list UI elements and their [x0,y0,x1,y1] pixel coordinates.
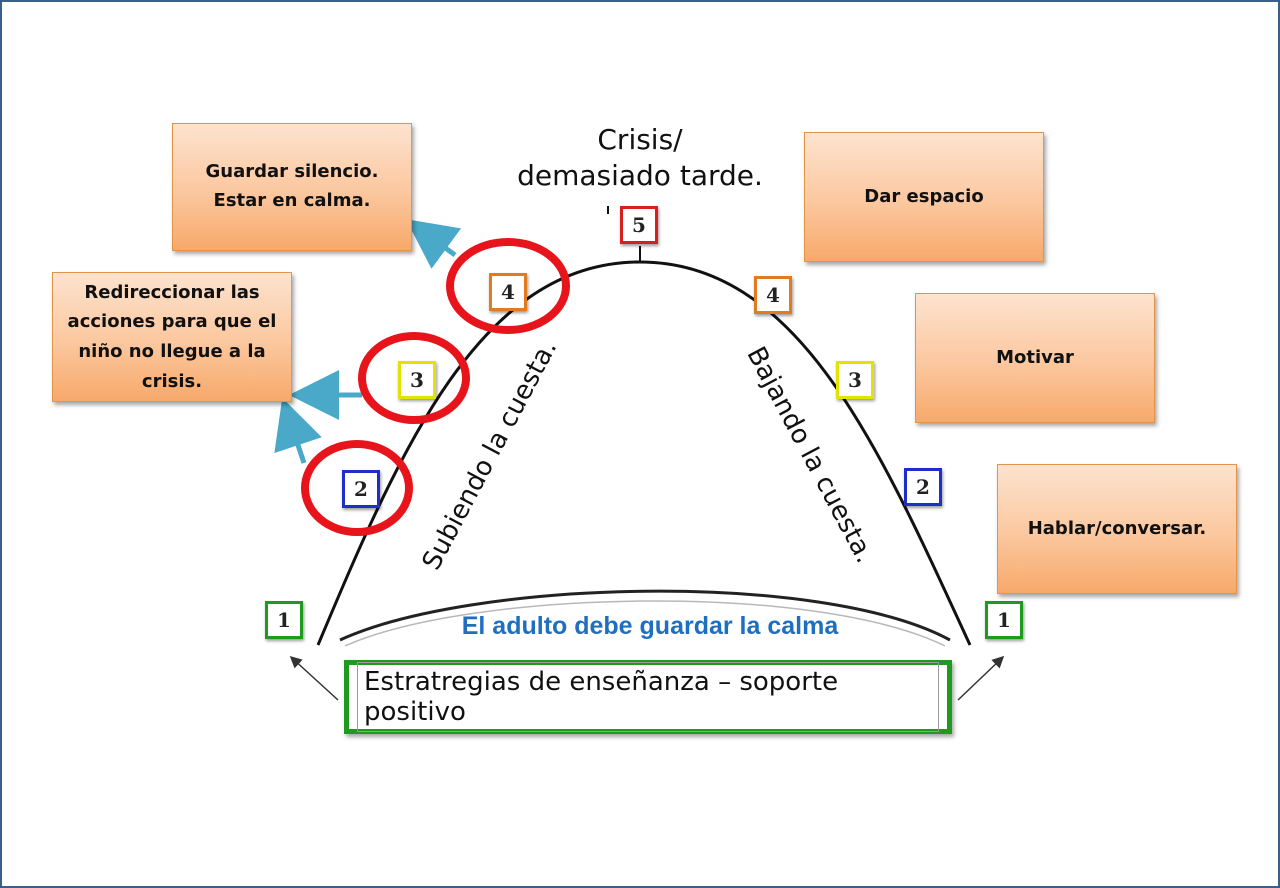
highlight-circle-2 [301,440,413,536]
level-2-left: 2 [342,470,380,508]
arrow-2-to-box [274,397,322,464]
level-3-left: 3 [398,361,436,399]
advice-box-level-4: Guardar silencio. Estar en calma. [172,123,412,251]
advice-box-right-2: Hablar/conversar. [997,464,1237,594]
advice-text-right-3: Motivar [996,346,1074,368]
advice-box-right-3: Motivar [915,293,1155,423]
advice-box-level-3-2: Redireccionar las acciones para que el n… [52,272,292,402]
level-5-peak: 5 [620,206,658,244]
level-1-left: 1 [265,601,303,639]
advice-text-level-4: Guardar silencio. Estar en calma. [205,161,379,211]
advice-text-right-4: Dar espacio [864,185,984,207]
advice-text-level-3-2: Redireccionar las acciones para que el n… [67,281,277,392]
advice-box-right-4: Dar espacio [804,132,1044,262]
level-1-right: 1 [985,601,1023,639]
strategy-label: Estratregias de enseñanza – soporte posi… [357,662,939,732]
arrow-4-to-box [405,219,462,269]
connector-right [957,655,1005,701]
crisis-title: Crisis/ demasiado tarde. [517,123,763,193]
calm-arc [339,589,951,642]
level-2-right: 2 [904,468,942,506]
level-3-right: 3 [836,361,874,399]
highlight-circle-3 [358,332,470,424]
highlight-circle-4 [446,238,570,334]
connector-left [289,655,339,701]
level-4-right: 4 [754,276,792,314]
crisis-curve [316,260,972,646]
advice-text-right-2: Hablar/conversar. [1027,517,1207,539]
strategy-box: Estratregias de enseñanza – soporte posi… [344,660,952,734]
calm-label: El adulto debe guardar la calma [461,612,839,640]
level-4-left: 4 [489,273,527,311]
